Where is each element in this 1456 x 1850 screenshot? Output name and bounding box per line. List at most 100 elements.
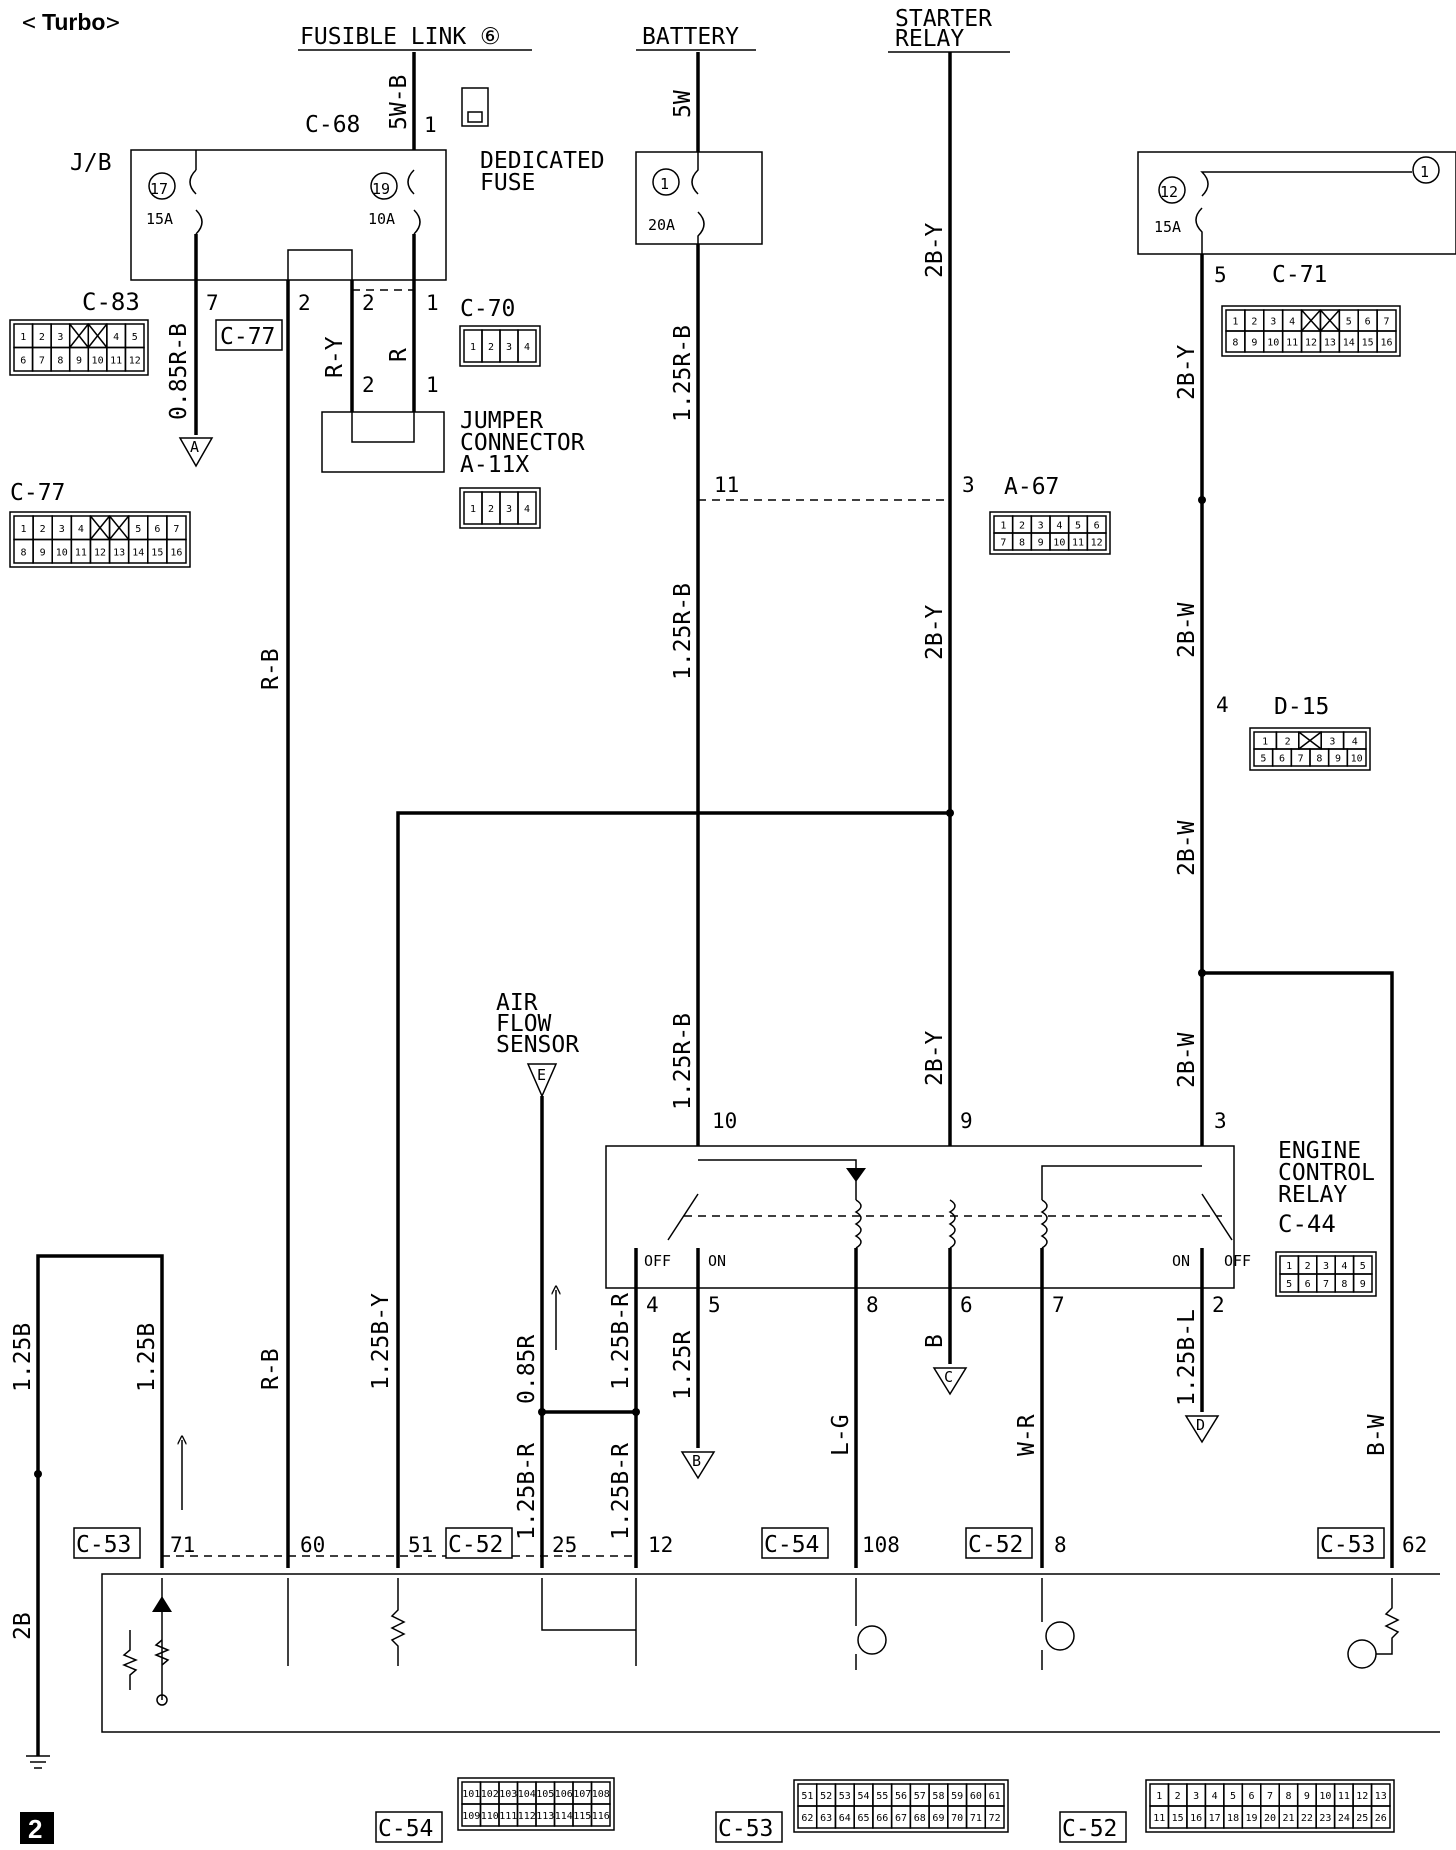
conn-c52-bottom-label: C-52	[1062, 1816, 1117, 1842]
pin-cell-label: 62	[801, 1813, 813, 1824]
pin-cell-label: 3	[1323, 1261, 1329, 1272]
pin-cell	[517, 329, 537, 363]
wire-125br-label-1: 1.25B-R	[514, 1443, 540, 1540]
pin-cell-empty	[1298, 731, 1322, 750]
pin-cell-label: 8	[1341, 1279, 1347, 1290]
pin-jumper-1: 1	[426, 373, 439, 397]
pin-cell	[1370, 1805, 1391, 1829]
pin-cell-label: 61	[989, 1791, 1001, 1802]
fuse-19-icon	[407, 169, 421, 235]
ecu-internal-circuits	[122, 1578, 1400, 1706]
pin-cell-label: 52	[820, 1791, 832, 1802]
dedicated-fuse-box	[635, 151, 763, 245]
pin-cell-label: 19	[1246, 1813, 1258, 1824]
wire-125br-label-3: 1.25B-R	[608, 1443, 634, 1540]
pin-cell-label: 9	[1304, 1791, 1310, 1802]
pin-cell-label: 65	[858, 1813, 870, 1824]
wire-2by-label-3: 2B-Y	[922, 1030, 948, 1086]
pin-cell-label: 10	[92, 355, 104, 366]
pin-cell-label: 13	[1324, 338, 1336, 349]
pin-cell-label: 10	[1319, 1791, 1331, 1802]
pin-cell-label: 25	[1356, 1813, 1368, 1824]
conn-c68-pin	[467, 111, 483, 123]
pin-cell-label: 6	[1249, 1791, 1255, 1802]
pin-cell-label: 14	[1343, 338, 1355, 349]
pin-cell-label: 8	[1232, 338, 1238, 349]
pin-cell-label: 2	[488, 504, 494, 515]
ground-d-tag: D	[1196, 1416, 1205, 1434]
relay-coil3-feed	[1041, 1165, 1202, 1200]
pin-cell-label: 2	[1175, 1791, 1181, 1802]
pin-cell-label: 11	[1072, 538, 1084, 549]
pin-cell-label: 2	[1251, 317, 1257, 328]
pin-cell-label: 5	[1230, 1791, 1236, 1802]
ground-c-tag: C	[944, 1368, 953, 1386]
relay-diode-icon	[846, 1168, 866, 1182]
conn-c54-tag	[761, 1527, 829, 1559]
pin-ecu-71: 71	[170, 1533, 195, 1557]
jumper-loop	[351, 412, 415, 443]
pin-cell-label: 5	[1260, 754, 1266, 765]
dedicated-fuse-num: 1	[660, 175, 669, 193]
conn-c71-label: C-71	[1272, 262, 1327, 288]
pin-cell-label: 104	[518, 1789, 536, 1800]
wire-125bl-label: 1.25B-L	[1174, 1309, 1200, 1406]
pin-cell-label: 5	[1346, 317, 1352, 328]
pin-cell-label: 108	[592, 1789, 610, 1800]
pin-c70-2: 2	[362, 291, 375, 315]
pin-cell-label: 12	[1091, 538, 1103, 549]
pin-cell-label: 5	[135, 524, 141, 535]
pin-d15-4: 4	[1216, 693, 1229, 717]
pin-ecu-108: 108	[862, 1533, 900, 1557]
wire-rb-label-top: R-B	[258, 648, 284, 690]
heading-open: <	[22, 10, 36, 36]
wire-125b-label-2: 1.25B	[134, 1323, 160, 1392]
dedicated-fuse-marker	[652, 168, 680, 196]
pin-cell-label: 26	[1375, 1813, 1387, 1824]
pin-cell-label: 5	[1286, 1279, 1292, 1290]
air-flow-label-3: SENSOR	[496, 1032, 579, 1058]
conn-c52-tag-right-label: C-52	[968, 1532, 1023, 1558]
pin-cell-label: 3	[506, 504, 512, 515]
pin-cell-label: 9	[40, 547, 46, 558]
wire-2by-label-2: 2B-Y	[922, 604, 948, 660]
fusible-link-label: FUSIBLE LINK ⑥	[300, 24, 501, 50]
pin-cell-label: 1	[1262, 737, 1268, 748]
pin-cell-label: 56	[895, 1791, 907, 1802]
pin-cell-label: 7	[39, 355, 45, 366]
relay-off-right: OFF	[1224, 1252, 1251, 1270]
conn-c68-label: C-68	[305, 112, 360, 138]
wire-b-label: B	[922, 1334, 948, 1348]
pin-cell-label: 115	[573, 1811, 591, 1822]
relay-label-2: CONTROL	[1278, 1160, 1375, 1186]
pin-cell-label: 71	[970, 1813, 982, 1824]
dedicated-fuse-label-2: FUSE	[480, 170, 535, 196]
pin-cell-label: 6	[1305, 1279, 1311, 1290]
pin-cell-label: 66	[876, 1813, 888, 1824]
ground-earth-icon	[26, 1755, 50, 1769]
wire-085r-label: 0.85R	[514, 1335, 540, 1404]
ground-d-icon	[1184, 1415, 1220, 1444]
pin-cell-label: 113	[536, 1811, 554, 1822]
relay-on-right: ON	[1172, 1252, 1190, 1270]
conn-c77-tag-label: C-77	[220, 324, 275, 350]
fuse-17-marker	[148, 172, 176, 200]
conn-c44-label: C-44	[1278, 1210, 1336, 1238]
splice-2bw-top	[1198, 496, 1206, 504]
heading-title: Turbo	[42, 9, 105, 35]
pin-cell-label: 2	[488, 342, 494, 353]
pin-relay-9: 9	[960, 1109, 973, 1133]
pin-relay-7: 7	[1052, 1293, 1065, 1317]
pin-cell-label: 58	[932, 1791, 944, 1802]
wire-bw-label: B-W	[1364, 1414, 1390, 1456]
splice-2bw	[1198, 969, 1206, 977]
pin-cell-label: 72	[989, 1813, 1001, 1824]
pin-cell-label: 4	[1212, 1791, 1218, 1802]
pin-cell-label: 3	[1270, 317, 1276, 328]
relay-on-left: ON	[708, 1252, 726, 1270]
pin-cell	[1346, 748, 1367, 767]
wire-2by-label-1: 2B-Y	[922, 222, 948, 278]
